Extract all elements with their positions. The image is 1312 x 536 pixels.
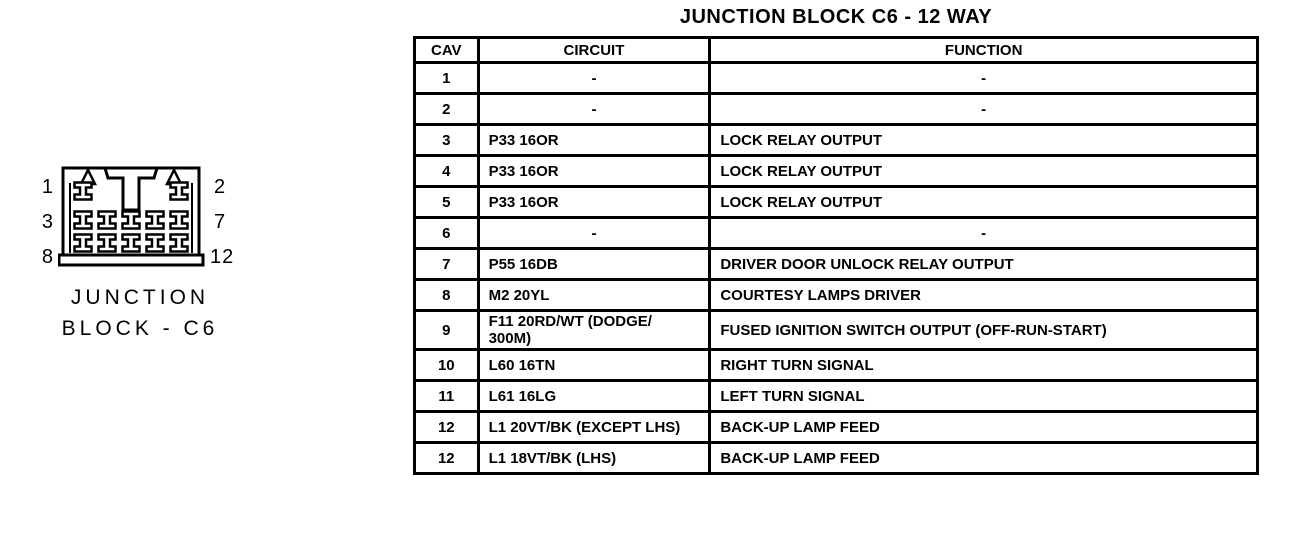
- circuit-cell: L61 16LG: [476, 379, 712, 413]
- table-row: 11 L61 16LG LEFT TURN SIGNAL: [413, 379, 1259, 413]
- cav-cell: 5: [413, 185, 480, 219]
- cav-column-header: CAV: [413, 36, 480, 64]
- cav-cell: 7: [413, 247, 480, 281]
- pin-label-8: 8: [41, 246, 54, 268]
- pin-label-1: 1: [41, 176, 54, 198]
- cav-cell: 8: [413, 278, 480, 312]
- function-cell: -: [708, 92, 1259, 126]
- cav-cell: 2: [413, 92, 480, 126]
- function-cell: BACK-UP LAMP FEED: [708, 441, 1259, 475]
- circuit-cell: -: [476, 61, 712, 95]
- table-row: 9 F11 20RD/WT (DODGE/ 300M) FUSED IGNITI…: [413, 309, 1259, 351]
- function-cell: LEFT TURN SIGNAL: [708, 379, 1259, 413]
- pinout-section: JUNCTION BLOCK C6 - 12 WAY CAV CIRCUIT F…: [413, 6, 1259, 475]
- connector-caption-line2: BLOCK - C6: [61, 317, 219, 340]
- function-cell: FUSED IGNITION SWITCH OUTPUT (OFF-RUN-ST…: [708, 309, 1259, 351]
- cav-cell: 12: [413, 441, 480, 475]
- pin-label-2: 2: [214, 176, 227, 198]
- table-row: 12 L1 18VT/BK (LHS) BACK-UP LAMP FEED: [413, 441, 1259, 475]
- cav-cell: 3: [413, 123, 480, 157]
- function-cell: LOCK RELAY OUTPUT: [708, 185, 1259, 219]
- table-row: 2 - -: [413, 92, 1259, 126]
- cav-cell: 4: [413, 154, 480, 188]
- junction-block-figure: 1 2 3 7 8 12 JUNCTION BLOCK - C6: [28, 160, 252, 375]
- circuit-cell: P33 16OR: [476, 154, 712, 188]
- page-title: JUNCTION BLOCK C6 - 12 WAY: [679, 6, 993, 28]
- circuit-cell: L1 18VT/BK (LHS): [476, 441, 712, 475]
- cav-cell: 12: [413, 410, 480, 444]
- function-cell: BACK-UP LAMP FEED: [708, 410, 1259, 444]
- pin-label-3: 3: [41, 211, 54, 233]
- circuit-cell: -: [476, 92, 712, 126]
- cav-cell: 1: [413, 61, 480, 95]
- connector-base: [58, 253, 205, 267]
- circuit-cell: M2 20YL: [476, 278, 712, 312]
- junction-block-connector-diagram: [58, 166, 205, 267]
- table-row: 10 L60 16TN RIGHT TURN SIGNAL: [413, 348, 1259, 382]
- function-column-header: FUNCTION: [708, 36, 1259, 64]
- pin-label-7: 7: [214, 211, 227, 233]
- table-header-row: CAV CIRCUIT FUNCTION: [413, 36, 1259, 64]
- cav-cell: 9: [413, 309, 480, 351]
- circuit-cell: P55 16DB: [476, 247, 712, 281]
- function-cell: DRIVER DOOR UNLOCK RELAY OUTPUT: [708, 247, 1259, 281]
- pin-label-12: 12: [210, 246, 235, 268]
- table-row: 1 - -: [413, 61, 1259, 95]
- function-cell: -: [708, 216, 1259, 250]
- function-cell: LOCK RELAY OUTPUT: [708, 154, 1259, 188]
- circuit-cell: L1 20VT/BK (EXCEPT LHS): [476, 410, 712, 444]
- table-row: 7 P55 16DB DRIVER DOOR UNLOCK RELAY OUTP…: [413, 247, 1259, 281]
- function-cell: RIGHT TURN SIGNAL: [708, 348, 1259, 382]
- table-row: 8 M2 20YL COURTESY LAMPS DRIVER: [413, 278, 1259, 312]
- table-row: 4 P33 16OR LOCK RELAY OUTPUT: [413, 154, 1259, 188]
- connector-table-body: 1 - - 2 - - 3 P33 16OR LOCK RELAY OUTPUT…: [413, 61, 1259, 475]
- connector-lock-tab: [102, 166, 160, 212]
- pinout-table: CAV CIRCUIT FUNCTION 1 - - 2 - - 3 P33 1…: [413, 36, 1259, 475]
- table-row: 6 - -: [413, 216, 1259, 250]
- circuit-cell: P33 16OR: [476, 123, 712, 157]
- function-cell: LOCK RELAY OUTPUT: [708, 123, 1259, 157]
- cav-cell: 6: [413, 216, 480, 250]
- table-row: 3 P33 16OR LOCK RELAY OUTPUT: [413, 123, 1259, 157]
- circuit-cell: -: [476, 216, 712, 250]
- table-row: 5 P33 16OR LOCK RELAY OUTPUT: [413, 185, 1259, 219]
- cav-cell: 11: [413, 379, 480, 413]
- circuit-cell: P33 16OR: [476, 185, 712, 219]
- circuit-column-header: CIRCUIT: [476, 36, 712, 64]
- connector-caption: JUNCTION BLOCK - C6: [28, 282, 252, 344]
- function-cell: COURTESY LAMPS DRIVER: [708, 278, 1259, 312]
- table-row: 12 L1 20VT/BK (EXCEPT LHS) BACK-UP LAMP …: [413, 410, 1259, 444]
- connector-caption-line1: JUNCTION: [70, 286, 210, 309]
- cav-cell: 10: [413, 348, 480, 382]
- function-cell: -: [708, 61, 1259, 95]
- circuit-cell: F11 20RD/WT (DODGE/ 300M): [476, 309, 712, 351]
- circuit-cell: L60 16TN: [476, 348, 712, 382]
